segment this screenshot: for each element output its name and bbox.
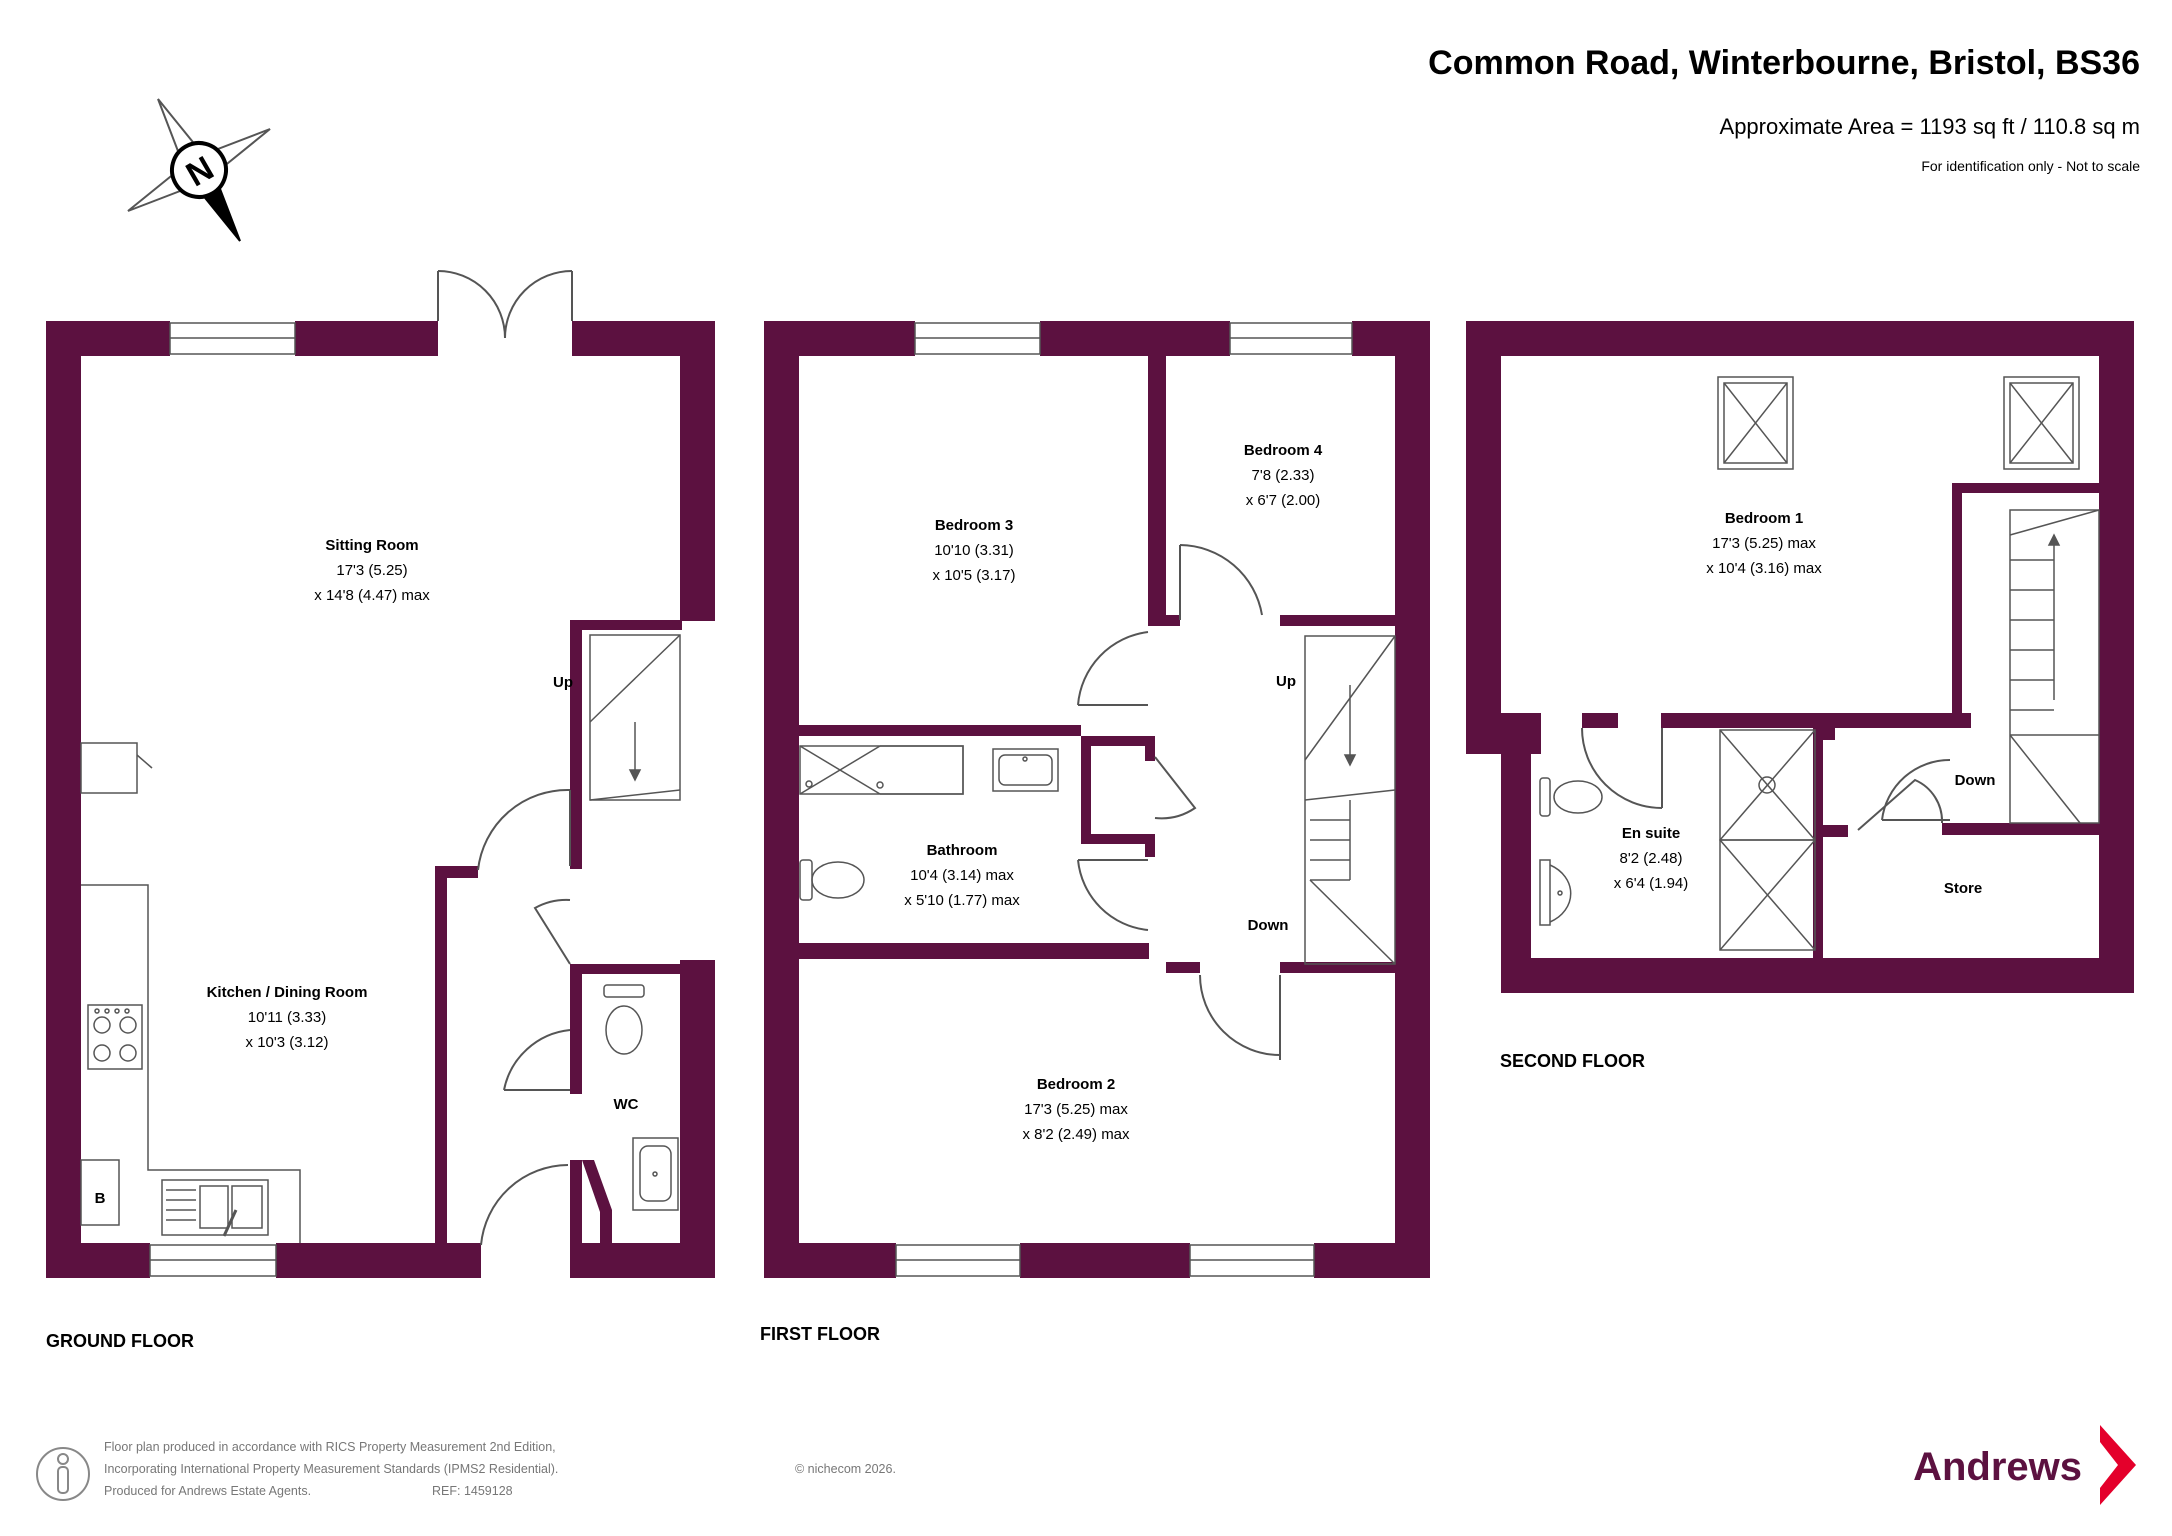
bedroom-1-name: Bedroom 1 (1725, 510, 1803, 527)
toilet-icon (603, 984, 645, 1055)
bedroom-4-dim1: 7'8 (2.33) (1252, 467, 1315, 484)
brand-arrow-icon (2100, 1425, 2136, 1505)
scale-note: For identification only - Not to scale (1921, 158, 2140, 174)
bedroom-3-name: Bedroom 3 (935, 517, 1013, 534)
footer-ref: REF: 1459128 (432, 1484, 513, 1498)
second-doors-icon (1581, 727, 1951, 831)
bedroom-4-dim2: x 6'7 (2.00) (1246, 492, 1321, 509)
shower-icon (1719, 729, 1816, 951)
sink-icon (161, 1179, 269, 1237)
approximate-area: Approximate Area = 1193 sq ft / 110.8 sq… (1720, 114, 2140, 139)
ground-windows (149, 322, 296, 1277)
footer-copyright: © nichecom 2026. (795, 1462, 896, 1476)
ground-up-label: Up (553, 674, 573, 691)
first-down-label: Down (1248, 917, 1289, 934)
ensuite-name: En suite (1622, 825, 1680, 842)
bath-icon (799, 745, 964, 795)
first-floor-walls (764, 321, 1430, 1278)
basin-icon (632, 1137, 679, 1211)
kitchen-units (80, 742, 301, 1243)
first-stairs-icon (1304, 635, 1396, 965)
skylight-icon (1717, 376, 2080, 470)
second-stairs-icon (2009, 509, 2100, 824)
bedroom-3-dim2: x 10'5 (3.17) (933, 567, 1016, 584)
hob-icon (87, 1004, 143, 1070)
bedroom-1-dim1: 17'3 (5.25) max (1712, 535, 1816, 552)
toilet-icon (799, 859, 865, 901)
kitchen-name: Kitchen / Dining Room (207, 984, 368, 1001)
kitchen-dim2: x 10'3 (3.12) (246, 1034, 329, 1051)
boiler-label: B (95, 1190, 106, 1207)
second-down-label: Down (1955, 772, 1996, 789)
second-floor: Bedroom 1 17'3 (5.25) max x 10'4 (3.16) … (1466, 321, 2134, 1071)
footer-line-3: Produced for Andrews Estate Agents. (104, 1484, 311, 1498)
bedroom-2-name: Bedroom 2 (1037, 1076, 1115, 1093)
bedroom-4-name: Bedroom 4 (1244, 442, 1323, 459)
basin-icon (992, 748, 1059, 792)
footer-line-2: Incorporating International Property Mea… (104, 1462, 558, 1476)
first-up-label: Up (1276, 673, 1296, 690)
second-floor-label: SECOND FLOOR (1500, 1051, 1645, 1071)
first-floor: Bedroom 3 10'10 (3.31) x 10'5 (3.17) Bed… (760, 321, 1430, 1344)
basin-icon (1539, 859, 1572, 926)
footer-line-1: Floor plan produced in accordance with R… (104, 1440, 556, 1454)
brand-logo: Andrews (1913, 1445, 2082, 1489)
boiler-cupboard: B (80, 1159, 120, 1226)
ground-doors-icon (477, 788, 571, 1246)
compass-icon (127, 98, 271, 242)
first-floor-label: FIRST FLOOR (760, 1324, 880, 1344)
bedroom-3-dim1: 10'10 (3.31) (934, 542, 1014, 559)
toilet-icon (1539, 777, 1603, 817)
bathroom-dim1: 10'4 (3.14) max (910, 867, 1014, 884)
bedroom-2-dim1: 17'3 (5.25) max (1024, 1101, 1128, 1118)
sitting-room-dim1: 17'3 (5.25) (336, 562, 407, 579)
sitting-room-dim2: x 14'8 (4.47) max (314, 587, 430, 604)
french-doors-icon (437, 270, 573, 339)
sitting-room-name: Sitting Room (325, 537, 418, 554)
first-doors-icon (1077, 544, 1281, 1060)
kitchen-dim1: 10'11 (3.33) (248, 1009, 326, 1026)
ensuite-dim1: 8'2 (2.48) (1620, 850, 1683, 867)
bedroom-2-dim2: x 8'2 (2.49) max (1022, 1126, 1130, 1143)
first-windows (895, 322, 1353, 1277)
ground-stairs-icon (589, 634, 681, 801)
bathroom-name: Bathroom (927, 842, 998, 859)
ensuite-dim2: x 6'4 (1.94) (1614, 875, 1689, 892)
bedroom-1-dim2: x 10'4 (3.16) max (1706, 560, 1822, 577)
ground-floor-walls (46, 321, 715, 1278)
ground-floor-label: GROUND FLOOR (46, 1331, 194, 1351)
plan-title: Common Road, Winterbourne, Bristol, BS36 (1428, 44, 2140, 82)
person-icon (36, 1447, 90, 1501)
second-floor-walls (1466, 321, 2134, 993)
store-label: Store (1944, 880, 1982, 897)
ground-floor: B Sitting Room 17'3 (5.25) x 14'8 (4.47)… (46, 270, 715, 1351)
bathroom-dim2: x 5'10 (1.77) max (904, 892, 1020, 909)
wc-label: WC (614, 1096, 639, 1113)
